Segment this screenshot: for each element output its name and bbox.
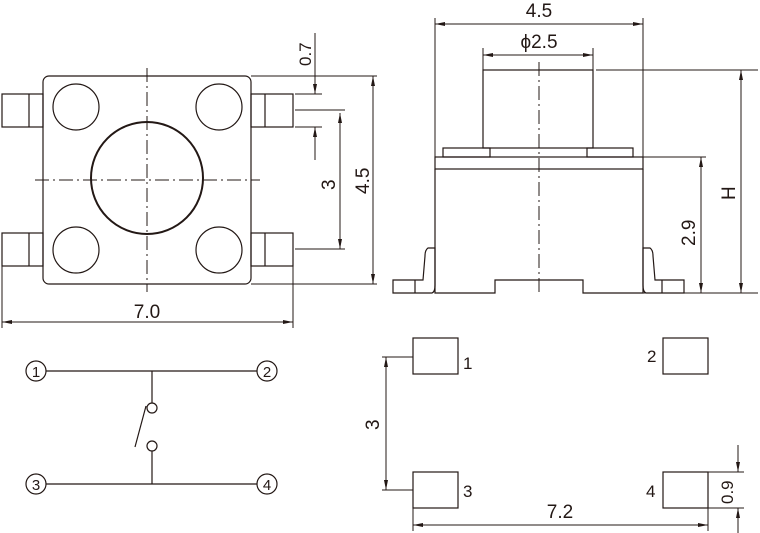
svg-text:1: 1 [32,364,40,381]
leg-left [392,247,436,294]
tab-bottom-right [250,232,294,267]
corner-post [52,226,100,274]
dim-plunger-diameter: ϕ2.5 [520,32,557,53]
pad-label: 3 [463,482,472,501]
dim-side-width: 4.5 [526,1,552,22]
svg-text:3: 3 [32,477,40,494]
pad-label: 2 [647,347,656,366]
corner-post [52,83,100,131]
top-view: 0.7 3 4.5 7.0 [1,33,377,328]
side-view: 4.5 ϕ2.5 H 2.9 [392,1,758,294]
pad-1 [412,337,459,375]
corner-post [195,226,243,274]
leg-right [642,247,685,294]
schematic: 1 2 3 4 [25,360,278,495]
dim-body-size: 4.5 [353,168,374,194]
terminal-1: 1 [25,360,47,382]
tab-top-right [250,93,294,128]
tab-bottom-left [1,232,44,267]
corner-post [195,83,243,131]
dim-pin-pitch: 3 [319,179,340,190]
dim-tab-width: 0.7 [296,42,315,66]
terminal-2: 2 [256,360,278,382]
pad-3 [412,471,459,509]
pad-2 [662,337,709,375]
pcb-footprint: 1 2 3 4 3 7.2 0.9 [363,337,744,533]
pad-label: 1 [463,354,472,373]
switch-lever [134,405,147,448]
terminal-4: 4 [256,473,278,495]
dim-pad-pitch-x: 7.2 [547,502,573,523]
terminal-3: 3 [25,473,47,495]
svg-text:2: 2 [263,364,271,381]
dim-height: H [719,186,740,200]
svg-text:4: 4 [263,477,271,494]
dim-overall-width: 7.0 [134,302,160,323]
pad-label: 4 [646,482,655,501]
switch-body [42,75,252,285]
tab-top-left [1,93,44,128]
plunger-side [482,69,594,149]
pad-4 [662,471,709,509]
dim-pad-size: 0.9 [718,480,737,504]
dim-pad-pitch-y: 3 [363,419,384,430]
dim-body-height: 2.9 [679,220,700,246]
